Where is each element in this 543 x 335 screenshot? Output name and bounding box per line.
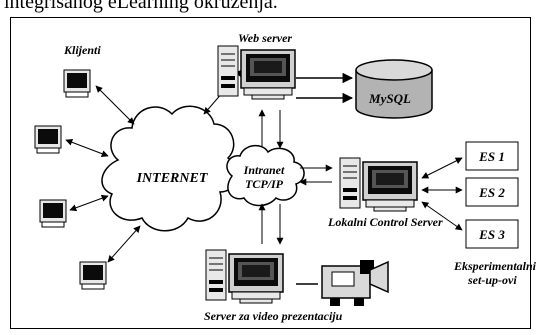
video-server-label: Server za video prezentaciju <box>204 309 343 323</box>
experimental-sublabel: set-up-ovi <box>467 273 517 287</box>
client-terminal-2 <box>34 125 62 154</box>
link-localserver-es3 <box>421 201 463 231</box>
es2-box <box>465 177 519 207</box>
es3-box <box>465 219 519 249</box>
client-terminal-3 <box>39 199 67 228</box>
mysql-label: MySQL <box>368 91 411 106</box>
local-control-server-icon <box>339 157 418 212</box>
es3-label: ES 3 <box>478 227 505 242</box>
internet-cloud <box>101 105 238 232</box>
web-server-label: Web server <box>238 31 292 45</box>
header-caption: integrisanog eLearning okruženja. <box>4 0 278 13</box>
intranet-label: Intranet <box>243 163 285 177</box>
intranet-protocol-label: TCP/IP <box>245 177 284 191</box>
link-localserver-es1 <box>421 157 463 179</box>
es1-label: ES 1 <box>478 149 505 164</box>
link-client4-internet <box>107 225 141 263</box>
client-terminal-4 <box>79 261 107 290</box>
intranet-cloud <box>226 144 305 207</box>
es1-box <box>465 141 519 171</box>
video-server-icon <box>205 249 284 304</box>
es2-label: ES 2 <box>478 185 505 200</box>
link-client1-internet <box>95 85 135 125</box>
web-server-icon <box>217 45 296 100</box>
link-client2-internet <box>65 138 109 158</box>
video-camera-icon <box>321 260 389 306</box>
clients-label: Klijenti <box>63 43 101 57</box>
client-terminal-1 <box>63 69 91 98</box>
link-client3-internet <box>69 194 109 212</box>
internet-label: INTERNET <box>136 171 209 186</box>
experimental-label: Eksperimentalni <box>453 259 537 273</box>
local-server-label: Lokalni Control Server <box>327 215 443 229</box>
diagram-frame <box>10 17 531 329</box>
mysql-database-icon <box>355 59 433 119</box>
